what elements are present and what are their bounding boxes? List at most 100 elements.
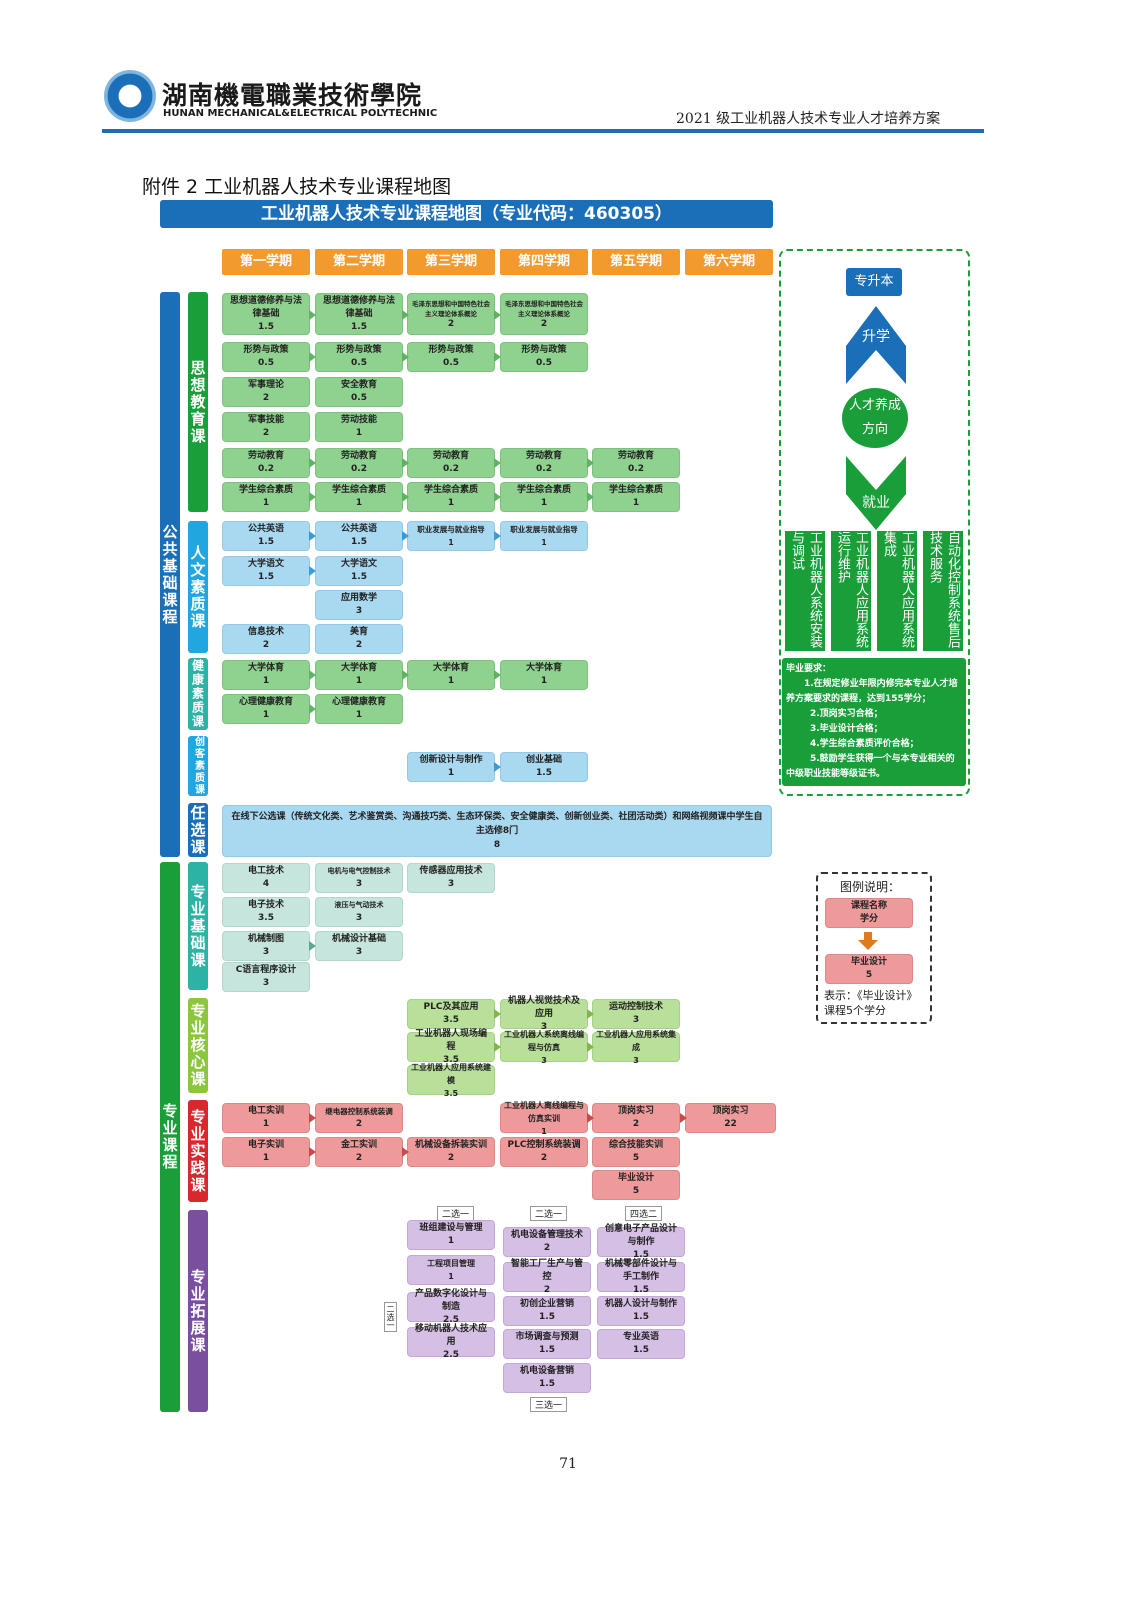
job-4: 自动化控制系统售后技术服务 [923, 531, 963, 651]
arrow-icon [494, 458, 501, 468]
group-major: 专业课程 [160, 862, 180, 1412]
legend-title: 图例说明： [840, 880, 901, 894]
page-number: 71 [559, 1456, 577, 1472]
group-major-core: 专业核心课 [188, 998, 208, 1093]
requirements-title: 毕业要求： [786, 664, 832, 674]
arrow-icon [309, 941, 316, 951]
arrow-icon [309, 458, 316, 468]
school-name-cn: 湖南機電職業技術學院 [162, 81, 423, 110]
arrow-icon [587, 1113, 594, 1123]
map-banner: 工业机器人技术专业课程地图（专业代码：460305） [160, 200, 773, 228]
group-health: 健康素质课 [188, 658, 208, 730]
direction-circle [842, 388, 908, 448]
arrow-down-icon [858, 932, 878, 950]
choose-label-b: 二选一 [530, 1206, 568, 1221]
employ-label: 就业 [862, 495, 890, 511]
arrow-icon [309, 670, 316, 680]
arrow-icon [494, 310, 501, 320]
school-name-en: HUNAN MECHANICAL&ELECTRICAL POLYTECHNIC [163, 108, 438, 119]
arrow-icon [309, 704, 316, 714]
direction-label: 人才养成方向 [848, 398, 901, 437]
arrow-icon [402, 531, 409, 541]
arrow-icon [309, 352, 316, 362]
semester-2: 第二学期 [315, 249, 403, 275]
arrow-icon [680, 1113, 687, 1123]
requirement-item: 5.鼓励学生获得一个与本专业相关的中级职业技能等级证书。 [786, 754, 955, 779]
legend-box [816, 872, 932, 1024]
arrow-icon [309, 1113, 316, 1123]
arrow-icon [494, 1042, 501, 1052]
appendix-title: 附件 2 工业机器人技术专业课程地图 [142, 176, 452, 198]
group-major-extend: 专业拓展课 [188, 1210, 208, 1412]
arrow-icon [402, 310, 409, 320]
semester-1: 第一学期 [222, 249, 310, 275]
course-e1: 在线下公选课（传统文化类、艺术鉴赏类、沟通技巧类、生态环保类、安全健康类、创新创… [222, 805, 772, 857]
semester-3: 第三学期 [407, 249, 495, 275]
arrow-icon [587, 1042, 594, 1052]
group-ideology: 思想教育课 [188, 292, 208, 512]
semester-6: 第六学期 [685, 249, 773, 275]
semester-4: 第四学期 [500, 249, 588, 275]
group-innovation: 创客素质课 [188, 736, 208, 796]
group-major-basic: 专业基础课 [188, 862, 208, 990]
header-rule [102, 129, 984, 133]
arrow-icon [587, 1009, 594, 1019]
group-major-practice: 专业实践课 [188, 1100, 208, 1202]
arrow-icon [494, 670, 501, 680]
requirement-item: 2.顶岗实习合格； [810, 709, 883, 719]
graduation-requirements: 毕业要求： 1.在规定修业年限内修完本专业人才培养方案要求的课程，达到155学分… [782, 658, 966, 786]
arrow-icon [402, 670, 409, 680]
arrow-icon [494, 531, 501, 541]
direction-panel [779, 249, 970, 796]
arrow-icon [494, 762, 501, 772]
job-2: 工业机器人应用系统运行维护 [831, 531, 871, 651]
